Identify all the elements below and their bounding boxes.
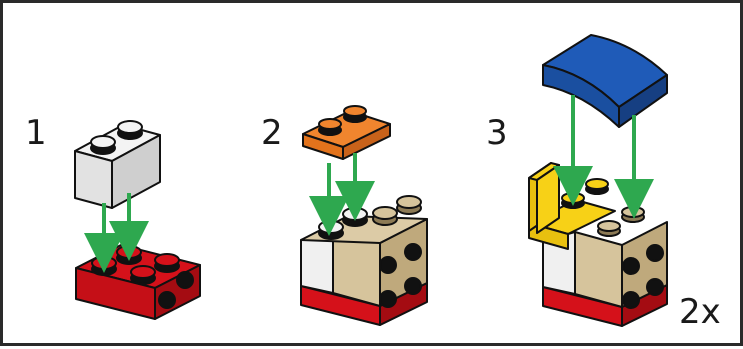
assembled-base-icon bbox=[301, 196, 427, 325]
blue-slope-tile-icon bbox=[543, 35, 667, 127]
step-2-illustration bbox=[301, 106, 427, 325]
orange-plate-icon bbox=[303, 106, 390, 159]
white-brick-icon bbox=[75, 121, 160, 208]
build-illustrations bbox=[3, 3, 743, 349]
assembled-seat-icon bbox=[529, 163, 667, 326]
step-1-illustration bbox=[75, 121, 200, 319]
step-3-illustration bbox=[529, 35, 667, 326]
red-plate-icon bbox=[76, 245, 200, 319]
